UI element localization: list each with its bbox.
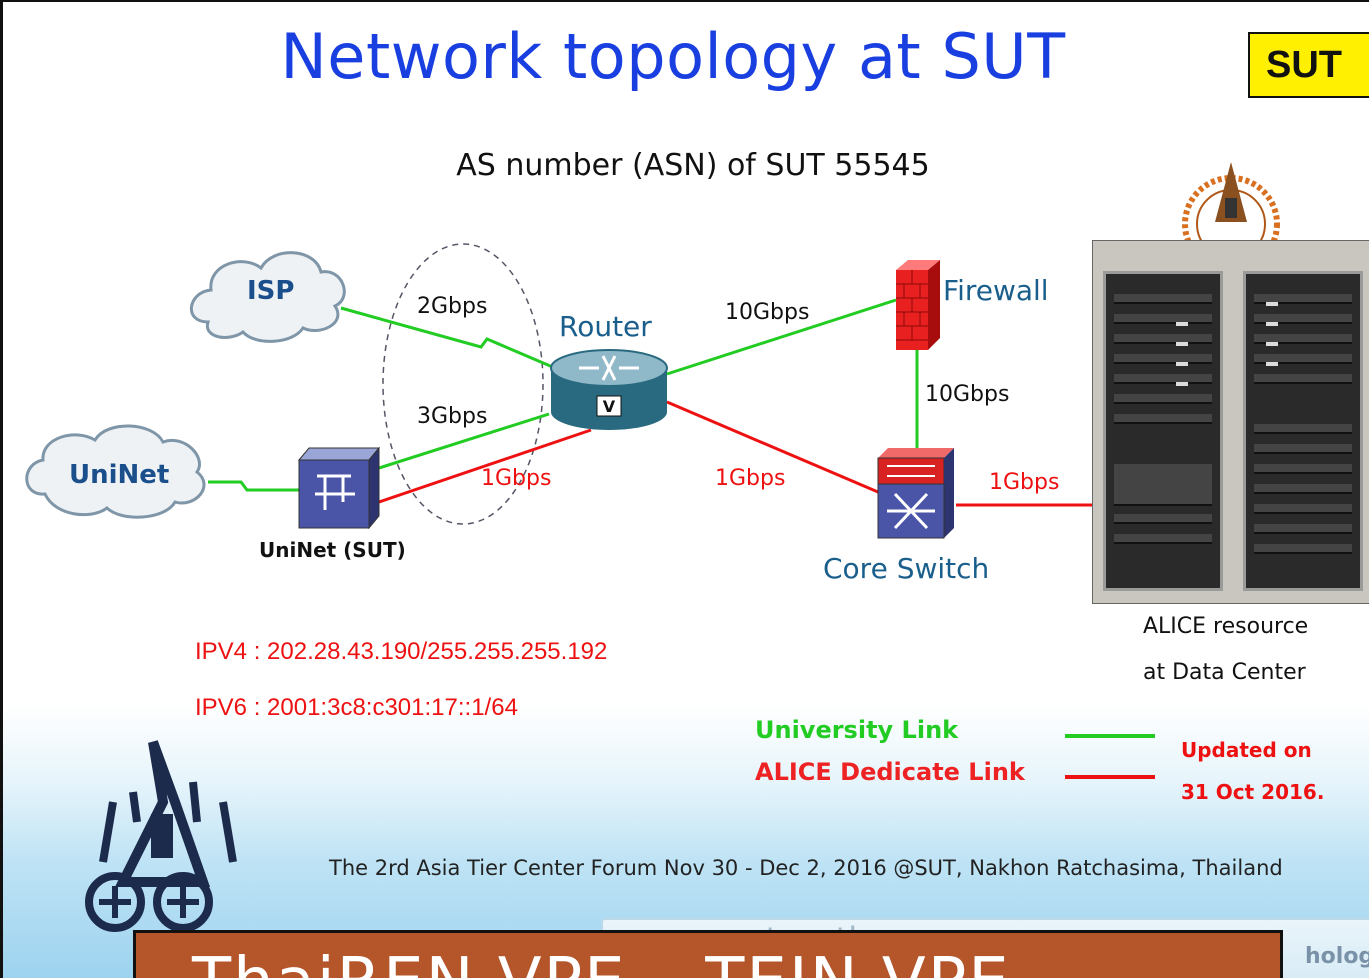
- link-uninet-edge: [208, 480, 301, 492]
- uninet-switch-icon: [297, 446, 381, 530]
- asn-text: AS number (ASN) of SUT 55545: [456, 148, 930, 183]
- updated-date-label: 31 Oct 2016.: [1181, 780, 1325, 804]
- link-edge-router-red: [378, 428, 592, 504]
- legend-university-link: University Link: [755, 716, 959, 744]
- firewall-label: Firewall: [943, 274, 1049, 307]
- footer-text: The 2rd Asia Tier Center Forum Nov 30 - …: [329, 856, 1283, 880]
- updated-on-label: Updated on: [1181, 738, 1312, 762]
- ipv4-text: IPV4 : 202.28.43.190/255.255.255.192: [195, 638, 608, 665]
- link-label-isp: 2Gbps: [417, 294, 488, 319]
- uplink-group-ellipse: [382, 243, 544, 525]
- link-router-firewall: [666, 298, 897, 376]
- core-switch-label: Core Switch: [823, 552, 990, 585]
- sut-badge: SUT: [1248, 32, 1369, 98]
- svg-text:V: V: [603, 397, 616, 416]
- firewall-icon: [896, 260, 940, 350]
- uninet-label: UniNet: [69, 460, 170, 490]
- router-label: Router: [559, 310, 652, 343]
- alice-rack-photo: [1092, 240, 1369, 604]
- photo-caption-2: at Data Center: [1143, 660, 1306, 685]
- bottom-banner-text: ThaiREN VPE – TEIN VPE: [192, 945, 1011, 978]
- photo-caption-1: ALICE resource: [1143, 614, 1309, 639]
- bottom-banner: ThaiREN VPE – TEIN VPE: [133, 930, 1283, 978]
- link-label-core-alice: 1Gbps: [989, 470, 1060, 495]
- page-title: Network topology at SUT: [280, 20, 1066, 93]
- link-isp-router: [340, 306, 556, 370]
- legend-alice-link: ALICE Dedicate Link: [755, 758, 1025, 786]
- link-label-uninet-green: 3Gbps: [417, 404, 488, 429]
- link-label-uninet-red: 1Gbps: [481, 466, 552, 491]
- sut-logo-icon: [85, 740, 237, 932]
- uninet-sut-label: UniNet (SUT): [259, 538, 406, 562]
- link-label-router-firewall: 10Gbps: [725, 300, 810, 325]
- router-icon: V: [550, 349, 668, 430]
- website-tail-text: hology: [1305, 944, 1369, 969]
- ipv6-text: IPV6 : 2001:3c8:c301:17::1/64: [195, 694, 518, 721]
- isp-label: ISP: [247, 276, 295, 306]
- topology-diagram: V: [25, 162, 1280, 932]
- isp-cloud-icon: [189, 251, 346, 343]
- link-router-core: [666, 400, 879, 494]
- link-label-firewall-core: 10Gbps: [925, 382, 1010, 407]
- link-edge-router-green: [378, 412, 550, 470]
- link-label-router-core: 1Gbps: [715, 466, 786, 491]
- core-switch-icon: [877, 448, 954, 539]
- uninet-cloud-icon: [25, 424, 206, 519]
